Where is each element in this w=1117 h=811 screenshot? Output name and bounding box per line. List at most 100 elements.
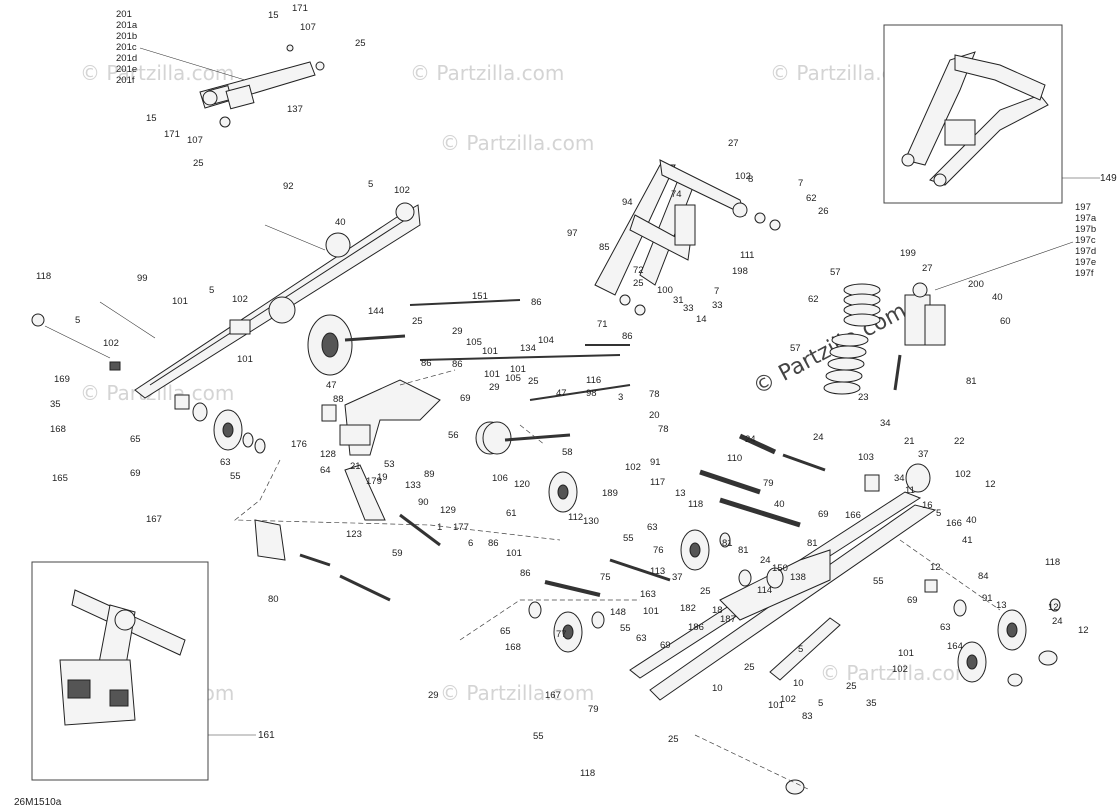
callout: 91: [650, 457, 661, 468]
callout: 47: [326, 380, 337, 391]
callout: 25: [846, 681, 857, 692]
callout: 22: [954, 436, 965, 447]
callout: 5: [936, 508, 941, 519]
shock-list-front: 201 201a 201b 201c 201d 201e 201f: [116, 9, 246, 86]
callout: 198: [732, 266, 748, 277]
callout: 57: [790, 343, 801, 354]
rear-rail: [629, 463, 937, 701]
shock-code: 201a: [116, 20, 138, 31]
torsion-spring: [475, 421, 578, 513]
callout: 15: [268, 10, 279, 21]
callout: 26: [818, 206, 829, 217]
shock-code: 197a: [1075, 213, 1097, 224]
callout: 25: [700, 586, 711, 597]
callout: 164: [947, 641, 963, 652]
callout: 150: [772, 563, 788, 574]
callout: 69: [130, 468, 141, 479]
callout: 60: [1000, 316, 1011, 327]
callout: 151: [472, 291, 488, 302]
callout: 69: [818, 509, 829, 520]
callout: 33: [683, 303, 694, 314]
callout: 118: [688, 499, 703, 510]
callout: 187: [720, 614, 736, 625]
callout: 33: [712, 300, 723, 311]
callout: 76: [653, 545, 664, 556]
callout: 10: [712, 683, 723, 694]
callout: 25: [412, 316, 423, 327]
callout: 79: [763, 478, 774, 489]
callout: 101: [768, 700, 784, 711]
callout: 40: [966, 515, 977, 526]
callout: 18: [712, 605, 723, 616]
callout: 189: [602, 488, 618, 499]
callout: 92: [283, 181, 294, 192]
callout: 15: [146, 113, 157, 124]
callout: 118: [1045, 557, 1060, 568]
callout: 130: [583, 516, 599, 527]
callout: 104: [538, 335, 554, 346]
callout: 5: [798, 644, 803, 655]
shock-code: 201e: [116, 64, 137, 75]
callout: 37: [672, 572, 683, 583]
callout: 86: [421, 358, 432, 369]
callout: 102: [780, 694, 796, 705]
shock-list-rear: 197 197a 197b 197c 197d 197e 197f: [934, 202, 1097, 291]
callout: 10: [793, 678, 804, 689]
callout: 24: [745, 434, 756, 445]
callout: 80: [268, 594, 279, 605]
callout: 35: [866, 698, 877, 709]
callout: 148: [610, 607, 626, 618]
rear-arm: [594, 159, 781, 316]
callout: 86: [520, 568, 531, 579]
callout: 85: [599, 242, 610, 253]
callout: 27: [728, 138, 739, 149]
callout: 167: [146, 514, 162, 525]
callout: 5: [75, 315, 80, 326]
callout: 86: [531, 297, 542, 308]
callout: 90: [418, 497, 429, 508]
callout: 25: [668, 734, 679, 745]
callout: 182: [680, 603, 696, 614]
shock-code: 197d: [1075, 246, 1096, 257]
callout: 75: [600, 572, 611, 583]
callout: 112: [568, 512, 583, 523]
watermark: © Partzilla.com: [440, 131, 594, 155]
callout: 176: [291, 439, 307, 450]
callout: 12: [1048, 602, 1059, 613]
callout: 113: [650, 566, 665, 577]
callout: 110: [727, 453, 742, 464]
callout: 13: [996, 600, 1007, 611]
callout: 97: [567, 228, 578, 239]
callout: 72: [633, 265, 644, 276]
callout: 21: [350, 461, 361, 472]
callout: 5: [818, 698, 823, 709]
callout: 12: [985, 479, 996, 490]
callout: 129: [440, 505, 456, 516]
callout: 83: [802, 711, 813, 722]
callout: 31: [673, 295, 684, 306]
callout: 13: [675, 488, 686, 499]
callout: 102: [735, 171, 751, 182]
callout: 144: [368, 306, 384, 317]
callout: 79: [588, 704, 599, 715]
callout: 63: [636, 633, 647, 644]
inset-label-149: 149: [1100, 173, 1117, 184]
callout: 102: [892, 664, 908, 675]
callout: 47: [556, 388, 567, 399]
callout: 56: [448, 430, 459, 441]
shock-code: 201: [116, 9, 132, 20]
callout: 55: [623, 533, 634, 544]
callout: 102: [103, 338, 119, 349]
callout: 99: [137, 273, 148, 284]
callout: 78: [658, 424, 669, 435]
inset-top-right: 149: [883, 24, 1117, 204]
callout: 34: [894, 473, 905, 484]
callout: 101: [484, 369, 500, 380]
callout: 20: [649, 410, 660, 421]
center-spring-arm: [254, 314, 441, 602]
callout: 89: [424, 469, 435, 480]
callout: 138: [790, 572, 806, 583]
callout: 86: [622, 331, 633, 342]
callout: 128: [320, 449, 336, 460]
